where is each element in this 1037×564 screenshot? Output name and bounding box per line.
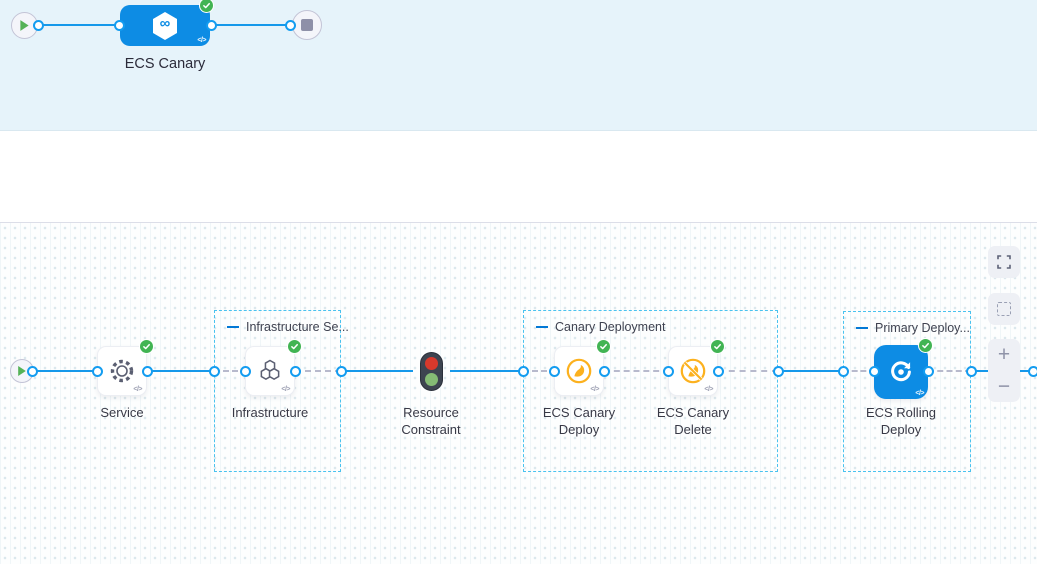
- step-service[interactable]: </>: [97, 346, 147, 396]
- graph-edge-dashed: [214, 369, 247, 372]
- collapse-group-icon[interactable]: [856, 327, 868, 329]
- graph-edge-dashed: [523, 369, 556, 372]
- minimap-edge: [209, 23, 291, 27]
- code-icon: </>: [915, 390, 924, 397]
- minimap-edge: [38, 23, 121, 27]
- marquee-select-icon: [997, 302, 1011, 316]
- connector-dot[interactable]: [868, 365, 880, 377]
- connector-dot[interactable]: [598, 365, 610, 377]
- code-icon: </>: [590, 386, 599, 393]
- connector-dot[interactable]: [517, 365, 529, 377]
- collapse-group-icon[interactable]: [227, 326, 239, 328]
- step-label: ECS Canary Delete: [656, 405, 730, 437]
- step-ecs-canary-delete[interactable]: </>: [668, 346, 718, 396]
- step-label: Infrastructure: [231, 405, 309, 420]
- group-label: Canary Deployment: [555, 320, 666, 334]
- group-primary-deployment[interactable]: Primary Deploy...: [843, 311, 971, 472]
- success-check-icon: [710, 339, 725, 354]
- zoom-in-button[interactable]: +: [997, 343, 1011, 367]
- step-ecs-canary-deploy[interactable]: </>: [554, 346, 604, 396]
- graph-edge: [778, 369, 845, 373]
- group-infrastructure-section[interactable]: Infrastructure Se...: [214, 310, 349, 472]
- connector-dot[interactable]: [239, 365, 251, 377]
- minimap-stage-label: ECS Canary: [124, 56, 206, 72]
- zoom-out-button[interactable]: −: [997, 374, 1011, 398]
- traffic-light-red-icon: [425, 356, 438, 370]
- graph-edge-dashed: [843, 369, 875, 372]
- connector-dot[interactable]: [205, 19, 217, 31]
- connector-dot[interactable]: [712, 365, 724, 377]
- play-icon: [20, 20, 29, 31]
- execution-info-bar: ECS Canary Started at: 10/6/2022, 5:01:2…: [0, 131, 1037, 331]
- marquee-select-button[interactable]: [988, 293, 1020, 325]
- step-resource-constraint[interactable]: [420, 352, 443, 391]
- connector-dot[interactable]: [284, 19, 296, 31]
- traffic-light-green-icon: [425, 373, 438, 387]
- infinity-glyph: ∞: [159, 14, 171, 32]
- graph-edge: [32, 369, 99, 373]
- group-label: Primary Deploy...: [875, 321, 970, 335]
- play-icon: [18, 366, 26, 376]
- connector-dot[interactable]: [922, 365, 934, 377]
- stop-icon: [301, 19, 313, 31]
- step-ecs-rolling-deploy[interactable]: </>: [874, 345, 928, 399]
- code-icon: </>: [197, 37, 206, 44]
- code-icon: </>: [133, 386, 142, 393]
- graph-edge-dashed: [604, 369, 669, 372]
- fullscreen-icon: [997, 255, 1011, 269]
- connector-dot[interactable]: [335, 365, 347, 377]
- connector-dot[interactable]: [91, 365, 103, 377]
- graph-edge-dashed: [718, 369, 778, 372]
- fullscreen-button[interactable]: [988, 246, 1020, 278]
- step-infrastructure[interactable]: </>: [245, 346, 295, 396]
- graph-edge: [341, 369, 413, 373]
- infrastructure-hexagons-icon: [260, 359, 280, 381]
- zoom-controls: + −: [988, 339, 1020, 402]
- stage-minimap-banner: ∞ </> ECS Canary: [0, 0, 1037, 131]
- connector-dot[interactable]: [548, 365, 560, 377]
- connector-dot[interactable]: [141, 365, 153, 377]
- group-label: Infrastructure Se...: [246, 320, 349, 334]
- connector-dot[interactable]: [965, 365, 977, 377]
- step-label: Resource Constraint: [401, 405, 461, 437]
- step-label: ECS Rolling Deploy: [865, 405, 937, 437]
- group-canary-deployment[interactable]: Canary Deployment: [523, 310, 778, 472]
- step-label: Service: [100, 405, 144, 420]
- code-icon: </>: [281, 386, 290, 393]
- connector-dot[interactable]: [113, 19, 125, 31]
- canary-deploy-icon: [566, 358, 592, 384]
- graph-edge-dashed: [928, 369, 971, 372]
- connector-dot[interactable]: [26, 365, 38, 377]
- connector-dot[interactable]: [662, 365, 674, 377]
- connector-dot[interactable]: [772, 365, 784, 377]
- connector-dot[interactable]: [289, 365, 301, 377]
- connector-dot[interactable]: [32, 19, 44, 31]
- execution-graph-canvas[interactable]: [0, 223, 1037, 564]
- connector-dot[interactable]: [208, 365, 220, 377]
- minimap-stage-node-ecs-canary[interactable]: ∞ </>: [120, 5, 210, 46]
- rolling-deploy-icon: [891, 361, 911, 382]
- connector-dot[interactable]: [837, 365, 849, 377]
- success-check-icon: [139, 339, 154, 354]
- success-check-icon: [918, 338, 933, 353]
- gear-icon: [110, 359, 134, 383]
- graph-edge: [450, 369, 525, 373]
- canary-delete-icon: [680, 358, 706, 384]
- success-check-icon: [199, 0, 214, 13]
- minimap-stop-node[interactable]: [292, 10, 322, 40]
- collapse-group-icon[interactable]: [536, 326, 548, 328]
- cd-hexagon-icon: ∞: [151, 11, 179, 41]
- step-label: ECS Canary Deploy: [542, 405, 616, 437]
- graph-edge-dashed: [295, 369, 341, 372]
- success-check-icon: [287, 339, 302, 354]
- graph-edge: [147, 369, 216, 373]
- code-icon: </>: [704, 386, 713, 393]
- success-check-icon: [596, 339, 611, 354]
- connector-dot[interactable]: [1027, 365, 1037, 377]
